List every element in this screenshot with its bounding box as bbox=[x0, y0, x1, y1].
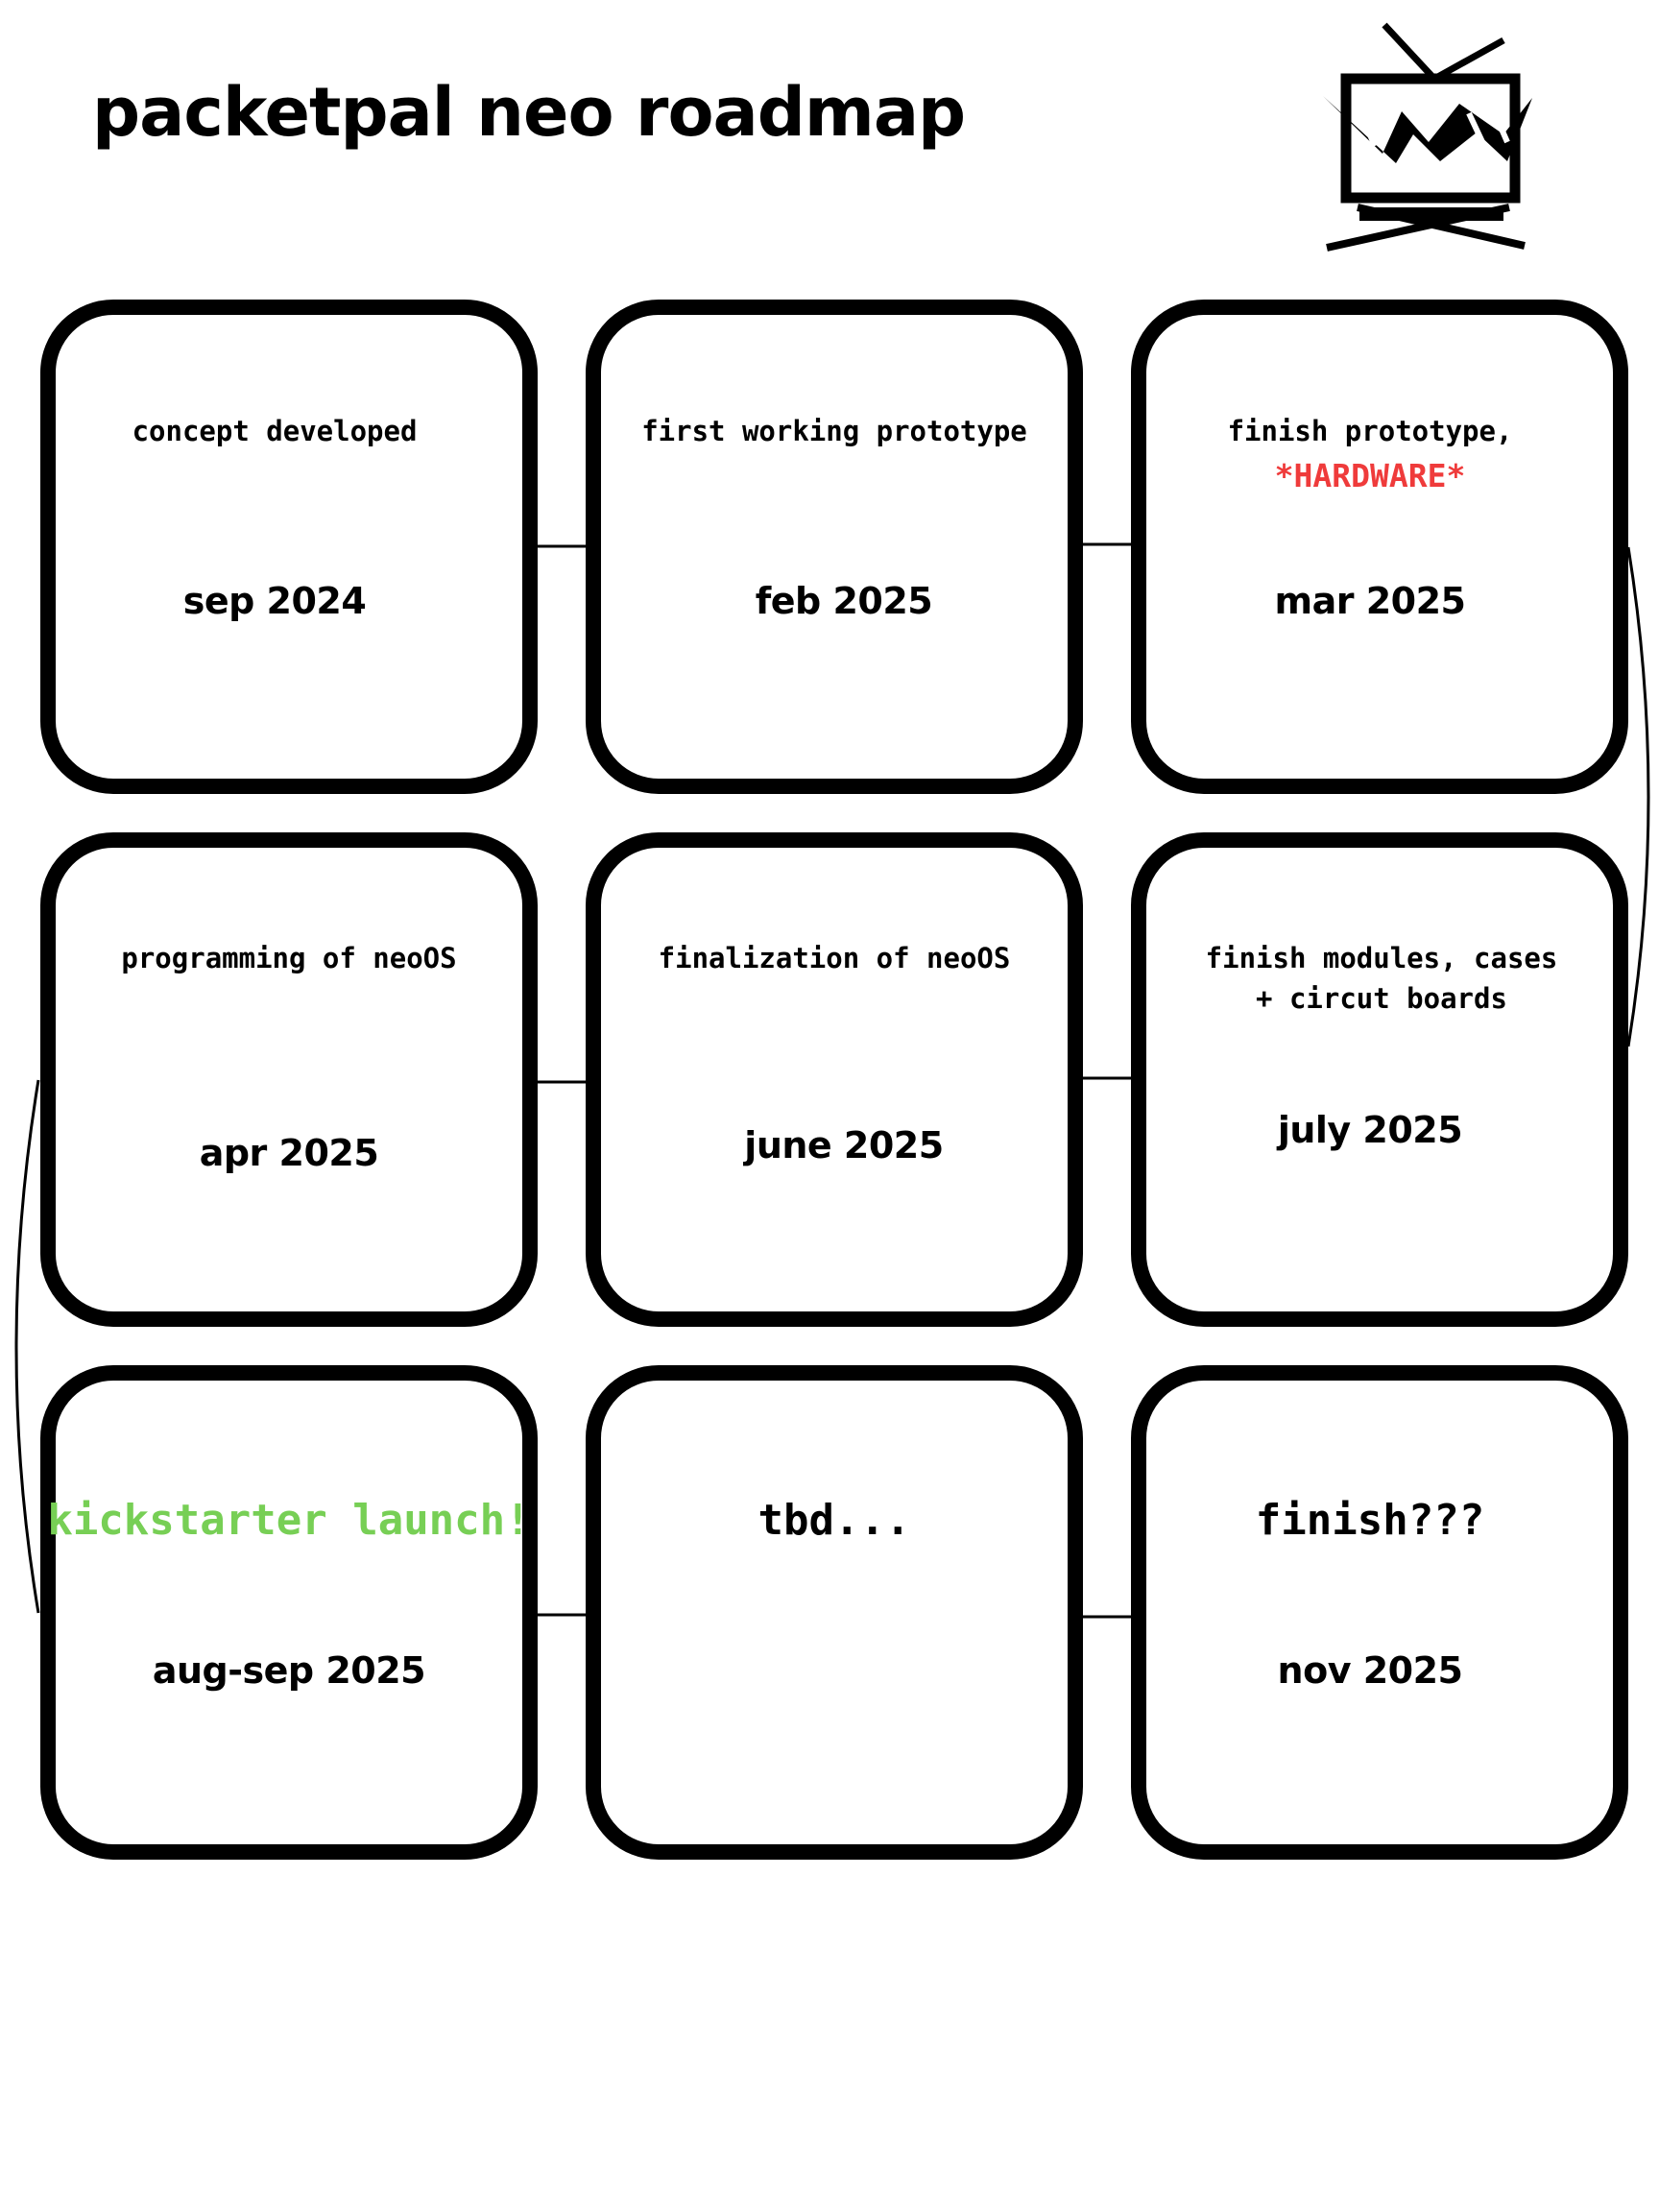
hardware-note: *HARDWARE* bbox=[1274, 457, 1466, 494]
milestone-date: nov 2025 bbox=[1277, 1649, 1463, 1692]
milestone-date: june 2025 bbox=[744, 1124, 944, 1166]
milestone-date: apr 2025 bbox=[199, 1132, 379, 1174]
connector-curve-left bbox=[14, 1079, 40, 1614]
milestone-date: mar 2025 bbox=[1274, 580, 1466, 622]
milestone-task: tbd... bbox=[757, 1496, 911, 1545]
milestone-card: finish prototype, *HARDWARE* mar 2025 bbox=[1131, 300, 1628, 794]
milestone-card: tbd... bbox=[586, 1365, 1083, 1860]
page-title: packetpal neo roadmap bbox=[92, 73, 966, 152]
retro-tv-icon bbox=[1323, 22, 1532, 252]
milestone-task: concept developed bbox=[132, 415, 418, 447]
milestone-task: first working prototype bbox=[641, 415, 1027, 447]
milestone-date: sep 2024 bbox=[182, 580, 367, 622]
milestone-date: aug-sep 2025 bbox=[152, 1649, 426, 1692]
kickstarter-launch-label: kickstarter launch! bbox=[47, 1496, 531, 1545]
milestone-task: finalization of neoOS bbox=[658, 942, 1011, 974]
milestone-card: concept developed sep 2024 bbox=[40, 300, 538, 794]
milestone-card: finish??? nov 2025 bbox=[1131, 1365, 1628, 1860]
milestone-card: first working prototype feb 2025 bbox=[586, 300, 1083, 794]
milestone-task: finish modules, cases + circut boards bbox=[1205, 942, 1558, 1015]
connector-curve-right bbox=[1626, 546, 1650, 1047]
milestone-date: july 2025 bbox=[1277, 1109, 1463, 1151]
milestone-card: kickstarter launch! aug-sep 2025 bbox=[40, 1365, 538, 1860]
milestone-card: programming of neoOS apr 2025 bbox=[40, 832, 538, 1327]
milestone-task: finish??? bbox=[1255, 1496, 1485, 1545]
milestone-card: finalization of neoOS june 2025 bbox=[586, 832, 1083, 1327]
milestone-task: finish prototype, bbox=[1227, 415, 1513, 447]
milestone-task: programming of neoOS bbox=[121, 942, 457, 974]
milestone-date: feb 2025 bbox=[755, 580, 933, 622]
milestone-card: finish modules, cases + circut boards ju… bbox=[1131, 832, 1628, 1327]
